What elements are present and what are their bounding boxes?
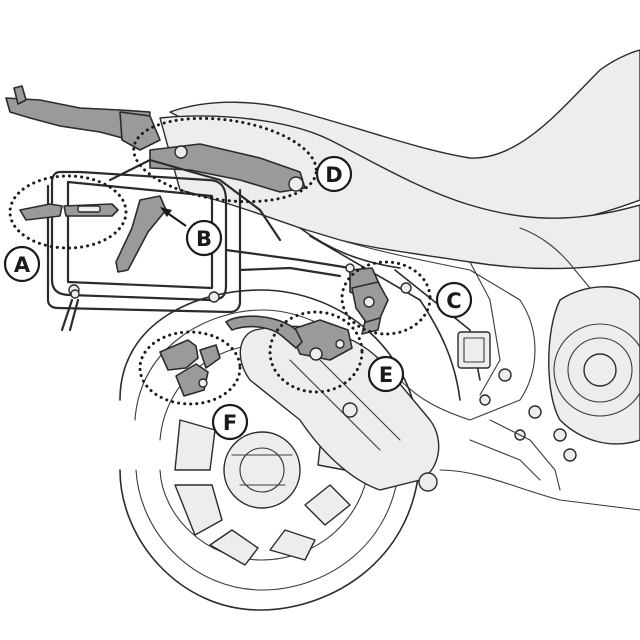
callout-c: C: [435, 281, 473, 319]
top-rack: [5, 85, 161, 151]
callout-a: A: [3, 245, 41, 283]
callout-e: E: [367, 355, 405, 393]
callout-f: F: [211, 403, 249, 441]
callout-a-label: A: [14, 253, 31, 277]
highlight-a: [8, 174, 128, 250]
motorcycle-outline: [159, 49, 640, 511]
highlight-c: [340, 260, 432, 336]
side-cover: [339, 239, 536, 421]
highlight-f: [138, 330, 242, 406]
callout-b-arrow: [160, 207, 187, 227]
tail-panel: [159, 115, 640, 270]
part-f-bracket: [159, 315, 303, 397]
callout-c-label: C: [446, 289, 461, 313]
callout-b-label: B: [196, 227, 212, 251]
highlight-e: [268, 310, 364, 394]
callout-e-label: E: [379, 363, 393, 387]
part-a-bracket: [19, 203, 119, 221]
callout-f-label: F: [223, 411, 237, 435]
part-c-bracket: [351, 281, 412, 323]
callout-d: D: [315, 155, 353, 193]
callout-b: B: [185, 219, 223, 257]
callout-d-label: D: [325, 163, 342, 187]
part-e-bracket: [289, 319, 353, 361]
